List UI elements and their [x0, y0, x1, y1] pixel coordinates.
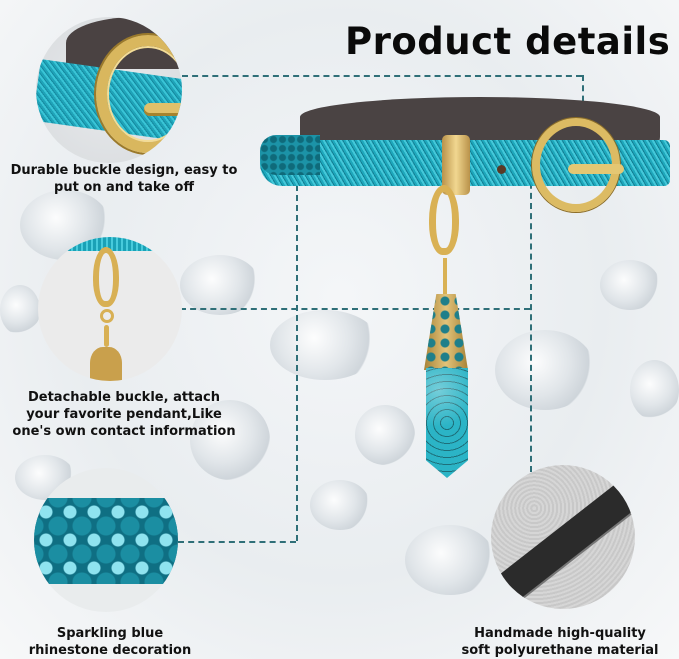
pendant-cap — [424, 294, 468, 370]
background-diamond — [180, 255, 260, 315]
connector-line-buckle — [182, 75, 582, 77]
turquoise-pendant — [426, 368, 468, 478]
caption-line: rhinestone decoration — [28, 643, 192, 658]
caption-line: one's own contact information — [12, 424, 236, 439]
background-diamond — [495, 330, 595, 410]
page-title: Product details — [345, 20, 671, 63]
background-diamond — [600, 260, 660, 310]
buckle-closeup-image — [36, 17, 182, 163]
buckle-prong — [144, 103, 182, 116]
connector-line-material — [530, 112, 532, 472]
clasp-closeup-image — [38, 237, 182, 381]
buckle-ring — [96, 35, 182, 153]
lobster-clasp — [93, 247, 119, 307]
collar-rhinestones — [260, 135, 320, 175]
caption-line: soft polyurethane material — [461, 643, 659, 658]
lobster-clasp — [429, 185, 459, 255]
connector-line-clasp — [180, 308, 530, 310]
caption-line: your favorite pendant,Like — [26, 407, 222, 422]
connector-line-rhinestone-left — [178, 541, 296, 543]
background-diamond — [270, 310, 380, 380]
jump-ring — [443, 258, 447, 294]
rhinestone-closeup-image — [34, 468, 178, 612]
background-diamond — [355, 405, 415, 465]
collar-buckle-prong — [568, 164, 624, 174]
caption-line: Durable buckle design, easy to — [10, 163, 238, 178]
glitter-strap — [38, 237, 182, 251]
background-diamond — [310, 480, 370, 530]
clasp-caption: Detachable buckle, attach your favorite … — [2, 389, 246, 440]
caption-line: put on and take off — [54, 180, 194, 195]
link — [104, 325, 109, 347]
caption-line: Handmade high-quality — [474, 626, 646, 641]
buckle-caption: Durable buckle design, easy to put on an… — [4, 162, 244, 196]
caption-line: Sparkling blue — [56, 626, 164, 641]
connector-line-rhinestone — [296, 185, 298, 541]
collar-rivet — [497, 165, 506, 174]
caption-line: Detachable buckle, attach — [27, 390, 221, 405]
rhinestone-rows — [34, 498, 178, 584]
background-diamond — [405, 525, 495, 595]
background-diamond — [190, 400, 270, 480]
pendant-cap — [90, 347, 122, 381]
background-diamond — [0, 285, 40, 335]
leather-closeup-image — [491, 465, 635, 609]
background-diamond — [630, 360, 679, 420]
jump-ring — [100, 309, 114, 323]
material-caption: Handmade high-quality soft polyurethane … — [460, 625, 660, 659]
leather-strip — [491, 465, 635, 609]
rhinestone-caption: Sparkling blue rhinestone decoration — [20, 625, 200, 659]
